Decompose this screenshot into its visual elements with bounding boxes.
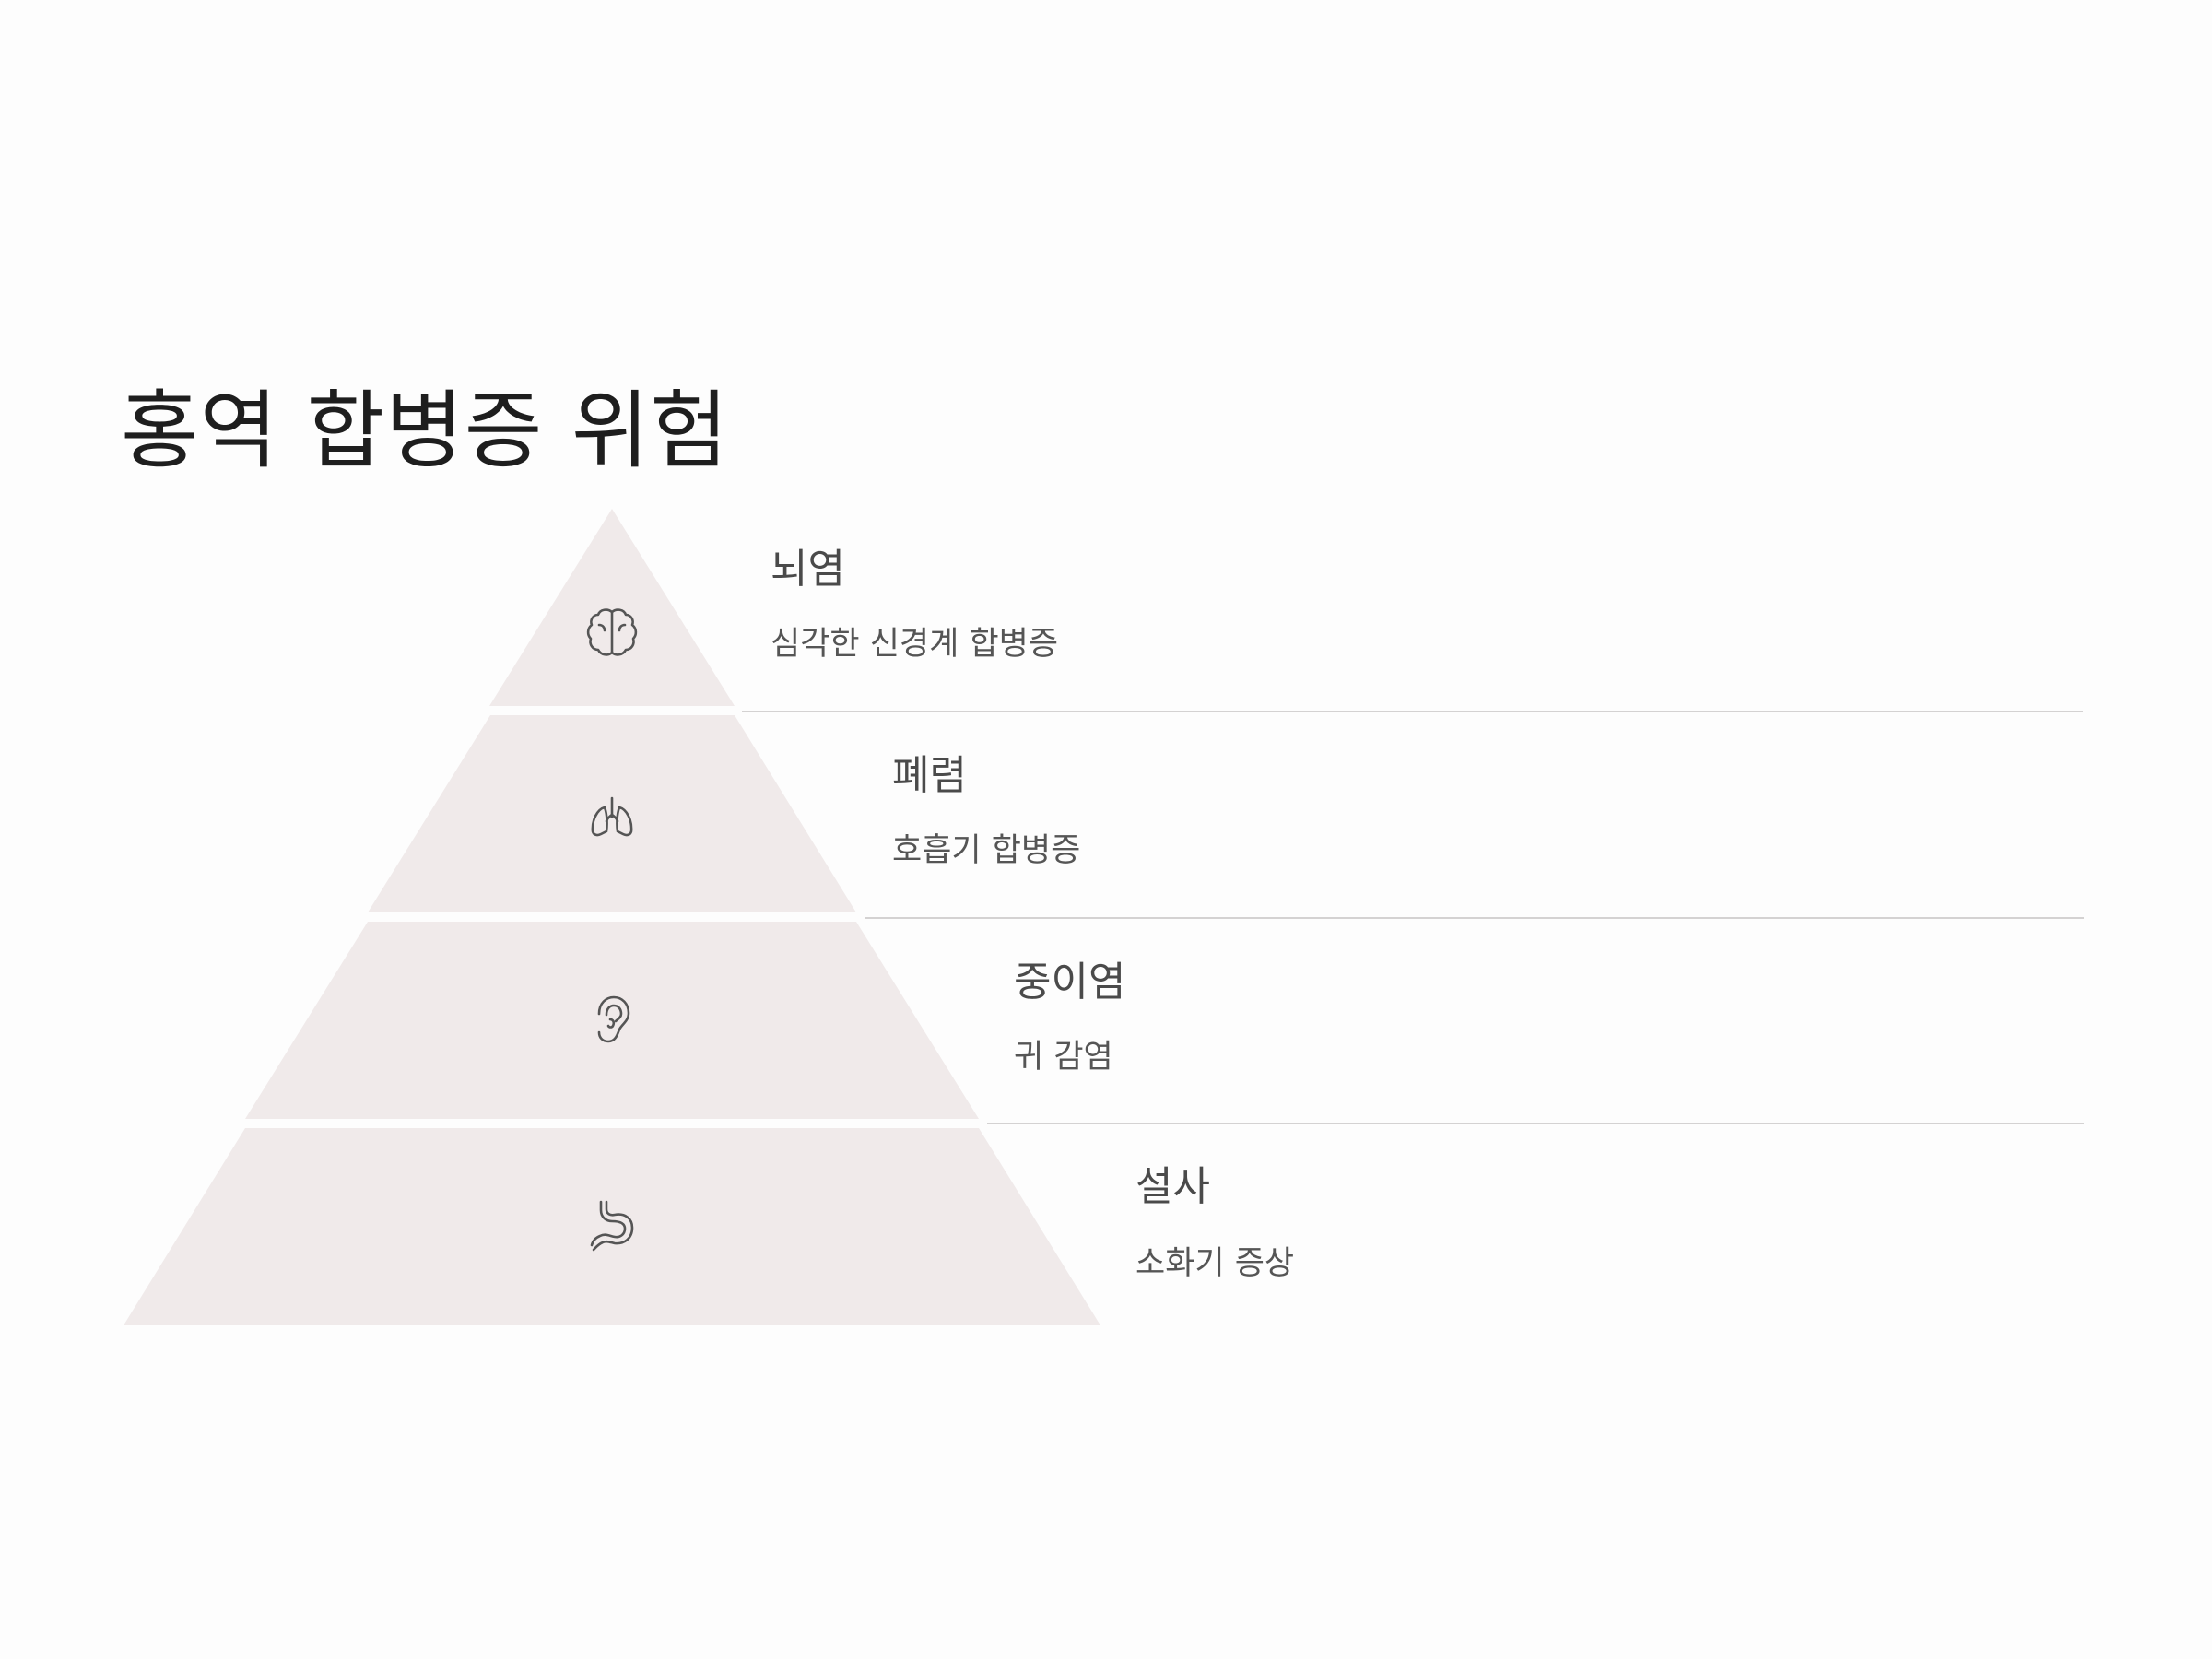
tier-2-description: 호흡기 합병증 — [892, 832, 1081, 869]
tier-3-description: 귀 감염 — [1014, 1039, 1113, 1076]
tier-3-divider — [987, 1123, 2084, 1124]
ear-icon — [584, 992, 640, 1047]
tier-2-title: 폐렴 — [892, 752, 967, 799]
tier-3-title: 중이염 — [1014, 959, 1126, 1006]
tier-1-title: 뇌염 — [771, 546, 845, 593]
slide-title: 홍역 합병증 위험 — [121, 381, 729, 480]
brain-icon — [584, 605, 640, 660]
lungs-icon — [584, 791, 640, 846]
tier-4-title: 설사 — [1135, 1163, 1210, 1210]
stomach-icon — [584, 1198, 640, 1253]
tier-1-divider — [742, 711, 2083, 712]
tier-2-divider — [865, 917, 2084, 919]
tier-1-description: 심각한 신경계 합병증 — [771, 626, 1059, 663]
tier-4-description: 소화기 증상 — [1135, 1245, 1295, 1282]
